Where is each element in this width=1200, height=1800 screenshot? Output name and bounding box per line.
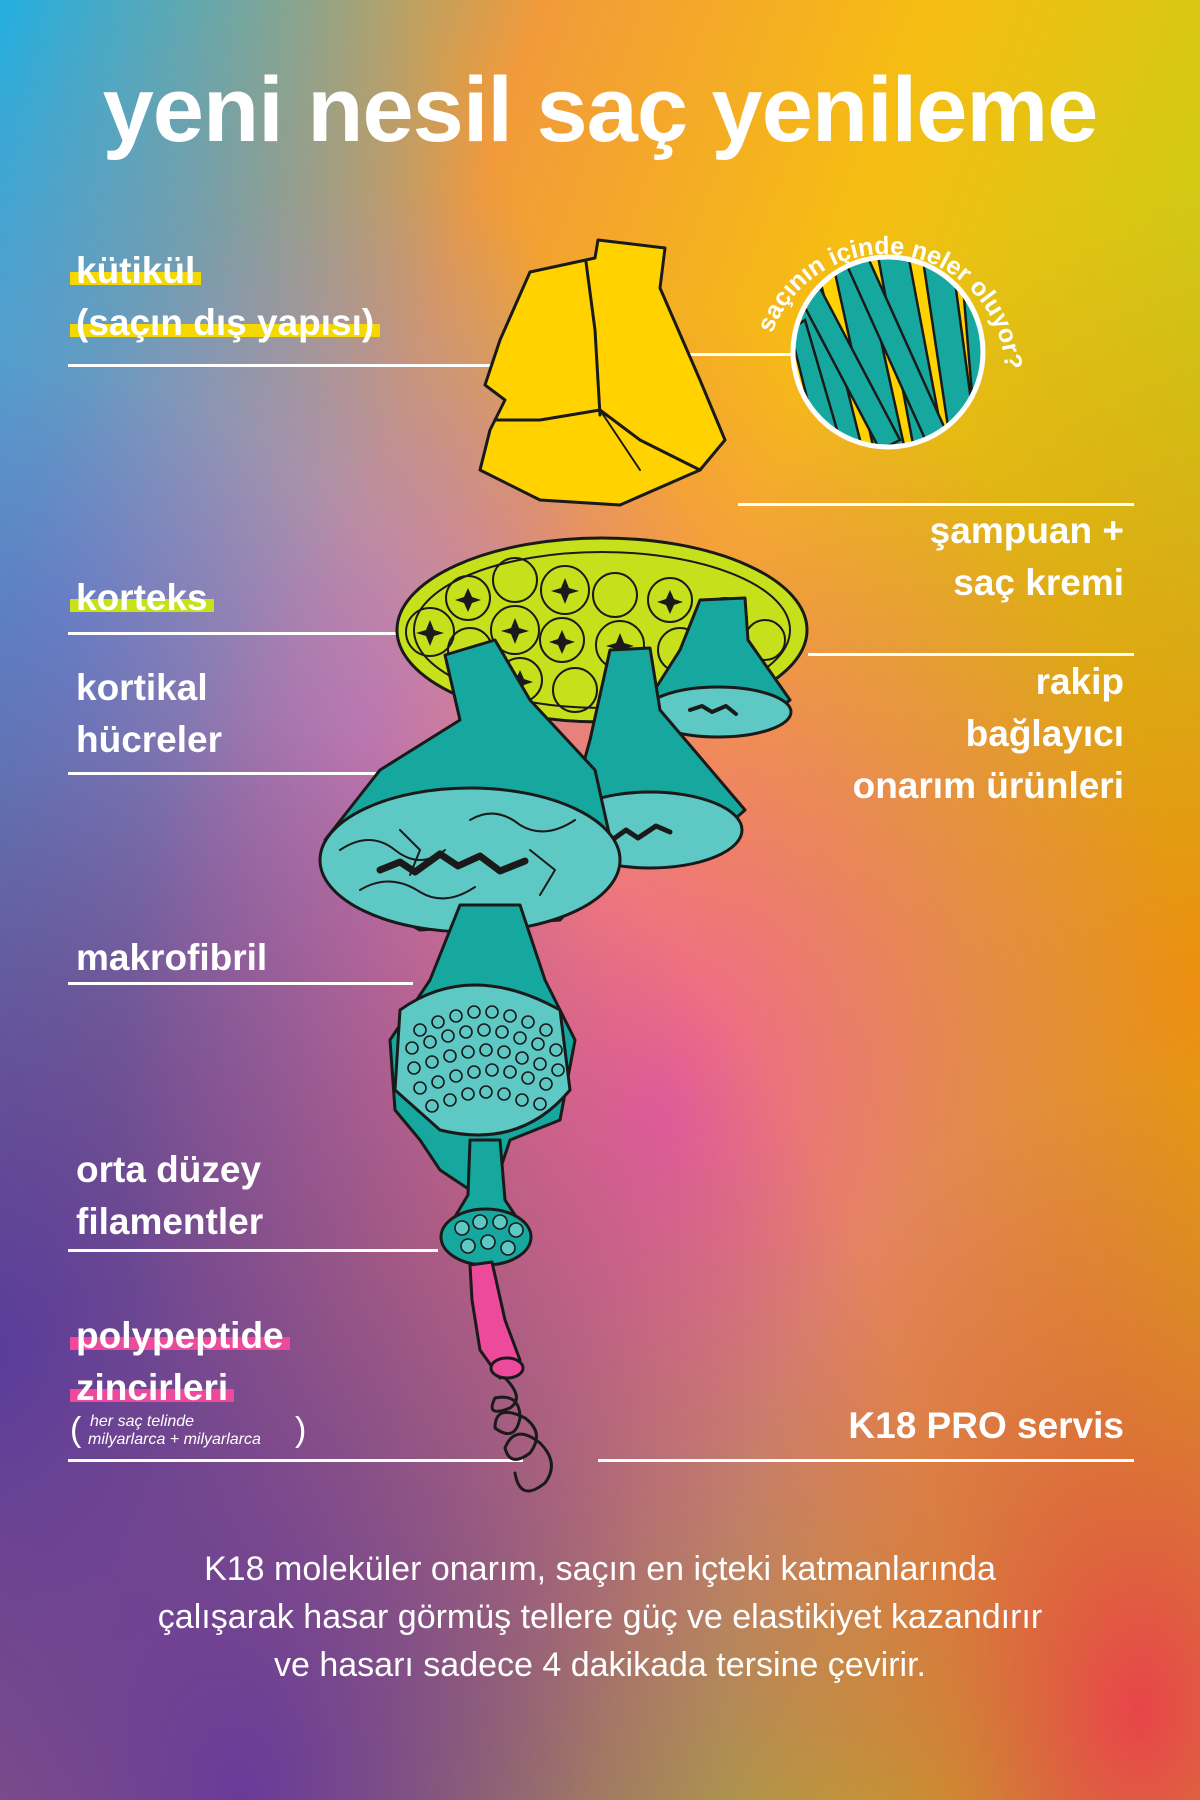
- label-korteks: korteks: [70, 572, 214, 624]
- leader-line-kortikal: [68, 772, 398, 775]
- leader-line-kutikul: [68, 364, 508, 367]
- leader-line-makrofibril: [68, 982, 413, 985]
- label-sampuan-line2: saç kremi: [953, 562, 1124, 603]
- note-close-paren: ): [295, 1411, 307, 1449]
- label-sampuan-line1: şampuan +: [929, 510, 1124, 551]
- label-orta-line2: filamentler: [76, 1201, 264, 1242]
- label-makrofibril-text: makrofibril: [76, 937, 268, 978]
- label-rakip: rakip bağlayıcı onarım ürünleri: [853, 656, 1124, 812]
- label-kortikal-line2: hücreler: [76, 719, 223, 760]
- label-poly-line1: polypeptide: [70, 1315, 290, 1356]
- polypeptide-coil: [490, 1376, 553, 1493]
- label-rakip-line3: onarım ürünleri: [852, 765, 1124, 806]
- leader-line-korteks: [68, 632, 398, 635]
- leader-line-orta-duzey: [68, 1249, 438, 1252]
- leader-line-rakip: [808, 653, 1134, 656]
- note-open-paren: (: [70, 1411, 82, 1449]
- description-paragraph: K18 moleküler onarım, saçın en içteki ka…: [0, 1545, 1200, 1689]
- leader-line-k18: [598, 1459, 1134, 1462]
- label-kortikal-line1: kortikal: [76, 667, 208, 708]
- leader-line-sampuan: [738, 503, 1134, 506]
- label-orta-line1: orta düzey: [76, 1149, 262, 1190]
- polypeptide-note: ( her saç telinde milyarlarca + milyarla…: [68, 1411, 306, 1449]
- label-polypeptide: polypeptide zincirleri: [70, 1310, 290, 1414]
- note-line1: her saç telinde: [90, 1413, 195, 1430]
- label-kutikul-line1: kütikül: [70, 250, 202, 291]
- label-kutikul: kütikül (saçın dış yapısı): [70, 245, 381, 349]
- description-line3: ve hasarı sadece 4 dakikada tersine çevi…: [273, 1646, 926, 1684]
- cuticle-layer: [478, 238, 727, 507]
- label-orta-duzey: orta düzey filamentler: [76, 1144, 263, 1248]
- label-rakip-line1: rakip: [1035, 661, 1124, 702]
- label-korteks-text: korteks: [70, 577, 214, 618]
- cuticle-fold-line: [584, 260, 602, 417]
- description-line1: K18 moleküler onarım, saçın en içteki ka…: [204, 1550, 996, 1588]
- leader-line-circle: [688, 353, 806, 356]
- label-poly-line2: zincirleri: [70, 1367, 235, 1408]
- label-sampuan: şampuan + saç kremi: [930, 505, 1124, 609]
- label-k18: K18 PRO servis: [848, 1400, 1124, 1452]
- page-title: yeni nesil saç yenileme: [102, 59, 1099, 161]
- leader-line-polypeptide: [68, 1459, 523, 1462]
- description-line2: çalışarak hasar görmüş tellere güç ve el…: [157, 1598, 1043, 1636]
- label-makrofibril: makrofibril: [76, 932, 267, 984]
- note-line2: milyarlarca + milyarlarca: [88, 1431, 261, 1448]
- label-kortikal: kortikal hücreler: [76, 662, 222, 766]
- label-rakip-line2: bağlayıcı: [965, 713, 1124, 754]
- label-k18-text: K18 PRO servis: [848, 1405, 1124, 1446]
- hair-interior-circle: [790, 254, 986, 450]
- label-kutikul-line2: (saçın dış yapısı): [70, 302, 381, 343]
- filament-dots: [405, 1005, 565, 1113]
